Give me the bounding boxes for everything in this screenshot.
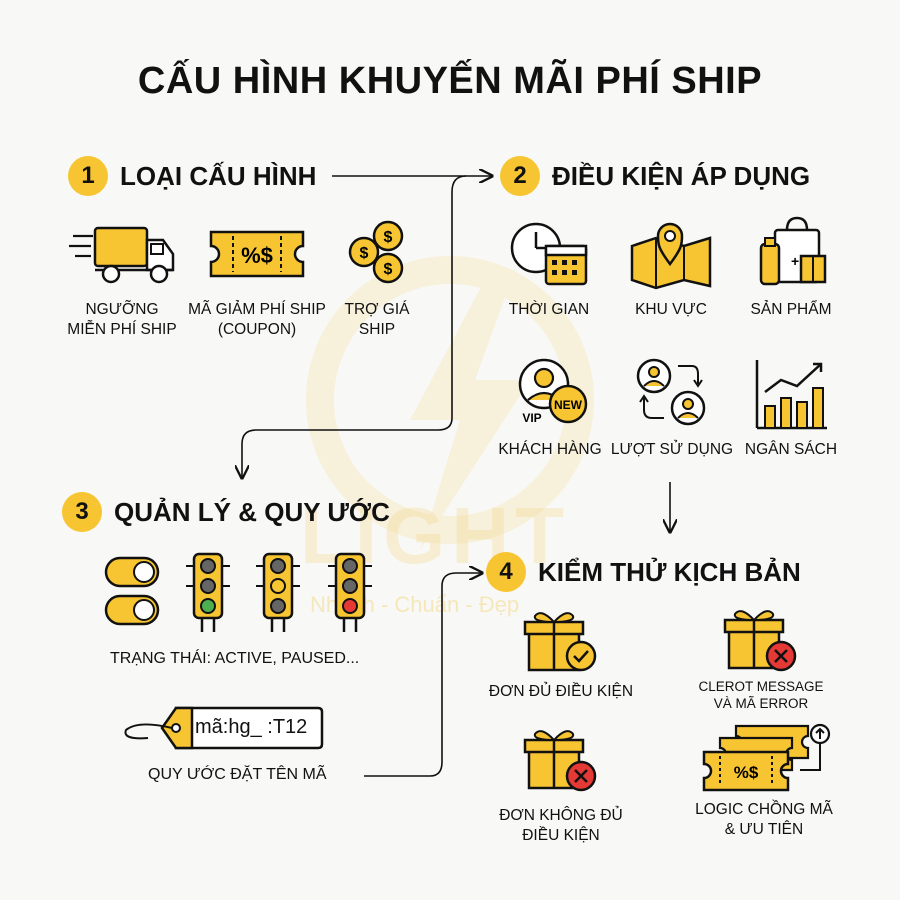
- traffic-light-icon-green: [186, 552, 230, 632]
- test-label: ĐƠN ĐỦ ĐIỀU KIỆN: [488, 683, 634, 700]
- gift-error-icon: [723, 610, 797, 672]
- status-text: TRẠNG THÁI: ACTIVE, PAUSED...: [110, 650, 359, 668]
- map-pin-icon: [630, 222, 712, 290]
- toggle-icon: [104, 556, 160, 626]
- config-label-line1: NGƯỠNG: [85, 301, 159, 318]
- section-3-header: 3 QUẢN LÝ & QUY ƯỚC: [62, 492, 390, 532]
- test-label-line2: ĐIỀU KIỆN: [522, 827, 600, 844]
- coin-symbol: $: [360, 245, 369, 262]
- status-icons: [104, 552, 372, 632]
- coupon-symbol: %$: [241, 243, 273, 268]
- condition-label: KHÁCH HÀNG: [498, 441, 602, 458]
- page-title: CẤU HÌNH KHUYẾN MÃI PHÍ SHIP: [137, 60, 763, 102]
- coupon-icon: %$: [209, 230, 305, 278]
- condition-product: + SẢN PHẨM: [736, 216, 846, 320]
- gift-check-icon: [523, 612, 597, 672]
- condition-label: SẢN PHẨM: [750, 301, 832, 318]
- section-4-header: 4 KIỂM THỬ KỊCH BẢN: [486, 552, 801, 592]
- section-1-title: LOẠI CẤU HÌNH: [120, 160, 317, 191]
- customer-icon: NEW VIP: [518, 358, 588, 425]
- condition-usage: LƯỢT SỬ DỤNG: [610, 356, 734, 460]
- config-ship-coupon: %$ MÃ GIẢM PHÍ SHIP (COUPON): [178, 222, 336, 340]
- section-1-header: 1 LOẠI CẤU HÌNH: [68, 156, 316, 196]
- test-error-message: CLEROT MESSAGE VÀ MÃ ERROR: [676, 606, 846, 712]
- condition-label: THỜI GIAN: [508, 301, 590, 318]
- condition-label: LƯỢT SỬ DỤNG: [610, 441, 734, 458]
- condition-label: NGÂN SÁCH: [744, 441, 838, 458]
- test-label-line2: VÀ MÃ ERROR: [713, 696, 809, 711]
- status-label: TRẠNG THÁI:: [110, 650, 212, 667]
- tag-value: mã:hg_ :T12: [195, 716, 308, 738]
- test-ineligible-order: ĐƠN KHÔNG ĐỦ ĐIỀU KIỆN: [474, 726, 648, 846]
- stack-symbol: %$: [734, 763, 759, 782]
- coin-symbol: $: [384, 229, 393, 246]
- section-3-title: QUẢN LÝ & QUY ƯỚC: [114, 496, 390, 527]
- section-1-number: 1: [68, 156, 108, 196]
- coin-symbol: $: [384, 261, 393, 278]
- condition-region: KHU VỰC: [616, 216, 726, 320]
- config-label-line2: (COUPON): [217, 321, 297, 338]
- vip-badge: VIP: [522, 411, 541, 425]
- condition-customer: NEW VIP KHÁCH HÀNG: [490, 356, 610, 460]
- config-ship-subsidy: $ $ $ TRỢ GIÁ SHIP: [322, 218, 432, 340]
- arrow-3-to-4: [364, 573, 482, 777]
- name-tag-icon: [124, 706, 324, 750]
- svg-text:+: +: [791, 253, 799, 269]
- products-icon: +: [759, 216, 827, 286]
- condition-time: THỜI GIAN: [494, 218, 604, 320]
- new-badge: NEW: [554, 398, 583, 412]
- test-eligible-order: ĐƠN ĐỦ ĐIỀU KIỆN: [474, 606, 648, 702]
- truck-icon: [69, 226, 175, 284]
- condition-budget: NGÂN SÁCH: [736, 356, 846, 460]
- test-label-line1: LOGIC CHỒNG MÃ: [695, 801, 833, 818]
- section-3-number: 3: [62, 492, 102, 532]
- traffic-light-icon-red: [328, 552, 372, 632]
- section-2-title: ĐIỀU KIỆN ÁP DỤNG: [552, 160, 811, 191]
- stacked-coupons-icon: %$: [702, 723, 831, 792]
- coins-icon: $ $ $: [348, 220, 404, 284]
- usage-swap-icon: [636, 358, 706, 426]
- gift-x-icon: [523, 730, 597, 792]
- config-label-line1: TRỢ GIÁ: [344, 301, 410, 318]
- section-2-header: 2 ĐIỀU KIỆN ÁP DỤNG: [500, 156, 810, 196]
- condition-label: KHU VỰC: [635, 301, 707, 318]
- budget-chart-icon: [755, 360, 827, 430]
- section-4-number: 4: [486, 552, 526, 592]
- section-2-number: 2: [500, 156, 540, 196]
- test-label-line1: ĐƠN KHÔNG ĐỦ: [499, 807, 623, 824]
- clock-calendar-icon: [510, 222, 588, 286]
- status-values: ACTIVE, PAUSED...: [214, 650, 360, 667]
- config-label-line1: MÃ GIẢM PHÍ SHIP: [188, 301, 326, 318]
- config-free-ship-threshold: NGƯỠNG MIỄN PHÍ SHIP: [52, 222, 192, 340]
- naming-convention-label: QUY ƯỚC ĐẶT TÊN MÃ: [148, 766, 327, 783]
- config-label-line2: SHIP: [358, 321, 396, 338]
- test-label-line1: CLEROT MESSAGE: [698, 679, 824, 694]
- traffic-light-icon-yellow: [256, 552, 300, 632]
- arrow-2-to-3: [242, 175, 467, 478]
- test-label-line2: & ƯU TIÊN: [724, 821, 804, 838]
- test-stacking-logic: %$ LOGIC CHỒNG MÃ & ƯU TIÊN: [676, 720, 852, 840]
- section-4-title: KIỂM THỬ KỊCH BẢN: [538, 556, 801, 587]
- config-label-line2: MIỄN PHÍ SHIP: [67, 321, 177, 338]
